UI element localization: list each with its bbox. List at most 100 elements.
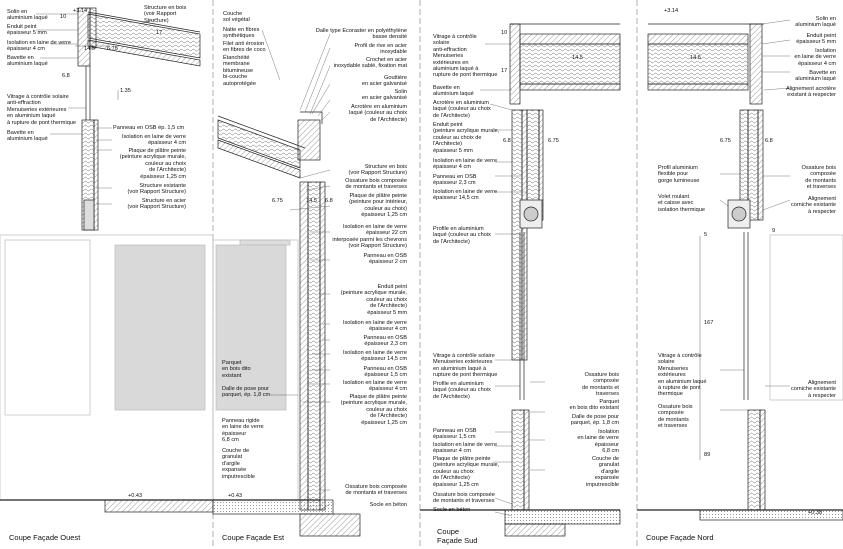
sud-bavette: Bavette en aluminium laqué bbox=[433, 85, 474, 98]
ouest-isolation-top: Isolation en laine de verre épaisseur 4 … bbox=[7, 40, 72, 53]
sud-dim-68: 6.8 bbox=[503, 138, 511, 144]
sud-enduit: Enduit peint (peinture acrylique murale,… bbox=[433, 122, 500, 154]
ouest-panneau-osb: Panneau en OSB ép. 1,5 cm bbox=[113, 125, 185, 131]
nord-ossature-top: Ossature bois composée de montants et tr… bbox=[801, 165, 836, 191]
ouest-bavette-top: Bavette en aluminium laqué bbox=[7, 55, 48, 68]
est-socle: Socle en béton bbox=[369, 502, 407, 508]
est-enduit: Enduit peint (peinture acrylique murale,… bbox=[340, 284, 407, 316]
nord-alignement-acrotere: Alignement acrotère existant à respecter bbox=[785, 86, 836, 99]
ouest-dim-675: 6.75 bbox=[107, 46, 118, 52]
section-nord bbox=[637, 19, 843, 521]
est-platre-top: Plaque de plâtre peinte (peinture pour i… bbox=[349, 193, 407, 219]
nord-enduit: Enduit peint épaisseur 5 mm bbox=[796, 33, 836, 46]
sud-dalle-pose: Dalle de pose pour parquet, ép. 1,8 cm bbox=[570, 414, 619, 427]
est-dalle-ecoraster: Dalle type Ecoraster en polyéthylène bas… bbox=[315, 28, 407, 41]
nord-dim-167: 167 bbox=[704, 320, 714, 326]
sud-profile-alu-2: Profile en aluminium laqué (couleur au c… bbox=[433, 381, 491, 400]
est-crochet: Crochet en acier inoxydable sablé, fixat… bbox=[333, 57, 407, 70]
sud-isolation-4b: Isolation en laine de verre épaisseur 4 … bbox=[433, 442, 498, 455]
nord-ossature-mid: Ossature bois composée de montants et tr… bbox=[658, 404, 693, 430]
ouest-level-bottom: +0.43 bbox=[128, 493, 143, 499]
nord-dim-89: 89 bbox=[704, 452, 711, 458]
est-profil-rive: Profil de rive en acier inoxydable bbox=[354, 43, 407, 56]
ouest-dim-68: 6.8 bbox=[62, 73, 70, 79]
ouest-dim-145: 14.5 bbox=[84, 46, 95, 52]
nord-solin: Solin en aluminium laqué bbox=[795, 16, 836, 29]
est-level-bottom: +0.43 bbox=[228, 493, 243, 499]
est-natte: Natte en fibres synthétiques bbox=[223, 27, 260, 40]
nord-alignement-corniche-2: Alignement corniche existante à respecte… bbox=[790, 380, 836, 399]
sud-platre: Plaque de plâtre peinte (peinture acryli… bbox=[433, 456, 500, 488]
sud-dim-10: 10 bbox=[501, 30, 508, 36]
est-granulat: Couche de granulat d'argile expansée imp… bbox=[222, 448, 255, 480]
sud-isolation-68: Isolation en laine de verre épaisseur 6,… bbox=[577, 429, 619, 455]
sud-dim-145: 14.5 bbox=[572, 55, 583, 61]
nord-alignement-corniche-1: Alignement corniche existante à respecte… bbox=[790, 196, 836, 215]
ouest-dim-17: 17 bbox=[156, 30, 163, 36]
sud-dim-17: 17 bbox=[501, 68, 508, 74]
sud-vitrage-top: Vitrage à contrôle solaire anti-effracti… bbox=[433, 34, 498, 79]
est-parquet: Parquet en bois dito existant bbox=[222, 360, 251, 380]
ouest-enduit: Enduit peint épaisseur 5 mm bbox=[7, 24, 47, 37]
est-isolation-145: Isolation en laine de verre épaisseur 14… bbox=[342, 350, 407, 363]
ouest-dim-135: 1.35 bbox=[120, 88, 131, 94]
nord-dim-9: 9 bbox=[772, 228, 776, 234]
sud-osb-15: Panneau en OSB épaisseur 1,5 cm bbox=[433, 428, 477, 441]
sud-dim-675: 6.75 bbox=[548, 138, 559, 144]
nord-level-bottom: +0.38 bbox=[808, 510, 823, 516]
est-solin: Solin en acier galvanisé bbox=[361, 89, 407, 102]
est-dalle-pose: Dalle de pose pour parquet, ép. 1,8 cm bbox=[222, 386, 271, 399]
est-dim-68: 6.8 bbox=[325, 198, 333, 204]
sud-socle: Socle en béton bbox=[433, 507, 471, 513]
ouest-dim-10: 10 bbox=[60, 14, 67, 20]
ouest-vitrage: Vitrage à contrôle solaire anti-effracti… bbox=[7, 94, 77, 126]
est-ossature: Ossature bois composée de montants et tr… bbox=[345, 178, 407, 191]
sud-isolation-145: Isolation en laine de verre épaisseur 14… bbox=[433, 189, 498, 202]
est-osb-2: Panneau en OSB épaisseur 2 cm bbox=[363, 253, 407, 266]
ouest-bavette-low: Bavette en aluminium laqué bbox=[7, 130, 48, 143]
ouest-platre: Plaque de plâtre peinte (peinture acryli… bbox=[119, 148, 186, 180]
est-gouttiere: Gouttière en acier galvanisé bbox=[361, 75, 407, 88]
est-osb-15: Panneau en OSB épaisseur 1,5 cm bbox=[363, 366, 407, 379]
sud-profile-alu: Profile en aluminium laqué (couleur au c… bbox=[433, 226, 491, 245]
nord-dim-145: 14.5 bbox=[690, 55, 701, 61]
title-nord: Coupe Façade Nord bbox=[646, 533, 714, 542]
est-couche-vegetal: Couche sol végétal bbox=[223, 11, 250, 24]
est-acrotere: Acrotère en aluminium laqué (couleur au … bbox=[349, 104, 407, 123]
est-platre-bottom: Plaque de plâtre peinte (peinture acryli… bbox=[340, 394, 407, 426]
est-panneau-rigide: Panneau rigide en laine de verre épaisse… bbox=[222, 418, 264, 444]
est-dim-675: 6.75 bbox=[272, 198, 283, 204]
sud-acrotere: Acrotère en aluminium laqué (couleur au … bbox=[433, 100, 491, 119]
title-est: Coupe Façade Est bbox=[222, 533, 285, 542]
section-ouest bbox=[0, 7, 214, 513]
sud-ossature: Ossature bois composée de montants et tr… bbox=[581, 372, 619, 398]
est-osb-23: Panneau en OSB épaisseur 2,3 cm bbox=[363, 335, 407, 348]
nord-level-top: +3.14 bbox=[664, 8, 679, 14]
est-ossature-bottom: Ossature bois composée de montants et tr… bbox=[345, 484, 407, 497]
ouest-structure-acier: Structure en acier (voir Rapport Structu… bbox=[127, 198, 186, 211]
nord-dim-675: 6.75 bbox=[720, 138, 731, 144]
nord-profil-alu: Profil aluminium flexible pour gorge lum… bbox=[658, 165, 700, 184]
ouest-structure-bois: Structure en bois (voir Rapport Structur… bbox=[144, 5, 187, 24]
nord-isolation-top: Isolation en laine de verre épaisseur 4 … bbox=[794, 48, 836, 67]
nord-vitrage: Vitrage à contrôle solaire Menuiseries e… bbox=[658, 353, 707, 398]
nord-volet: Volet roulant et caisse avec isolation t… bbox=[658, 194, 705, 213]
ouest-isolation-laine: Isolation en laine de verre épaisseur 4 … bbox=[121, 134, 186, 147]
sud-vitrage-bottom: Vitrage à contrôle solaire Menuiseries e… bbox=[433, 353, 498, 379]
title-ouest: Coupe Façade Ouest bbox=[9, 533, 81, 542]
sud-isolation-4: Isolation en laine de verre épaisseur 4 … bbox=[433, 158, 498, 171]
ouest-solin: Solin en aluminium laqué bbox=[7, 9, 48, 22]
est-isolation-22: Isolation en laine de verre épaisseur 22… bbox=[332, 224, 407, 250]
ouest-level-top: +3.14 bbox=[73, 8, 88, 14]
est-dim-145: 14.5 bbox=[306, 198, 317, 204]
sud-osb-23: Panneau en OSB épaisseur 2,3 cm bbox=[433, 174, 477, 187]
nord-bavette: Bavette en aluminium laqué bbox=[795, 70, 836, 83]
ouest-structure-existante: Structure existante (voir Rapport Struct… bbox=[127, 183, 186, 196]
section-sud bbox=[420, 23, 621, 537]
est-isolation-4b: Isolation en laine de verre épaisseur 4 … bbox=[342, 380, 407, 393]
est-filet: Filet anti érosion en fibres de coco bbox=[223, 41, 266, 54]
sud-ossature-bottom: Ossature bois composée de montants et tr… bbox=[433, 492, 495, 505]
est-isolation-4a: Isolation en laine de verre épaisseur 4 … bbox=[342, 320, 407, 333]
nord-dim-68: 6.8 bbox=[765, 138, 773, 144]
sud-parquet: Parquet en bois dito existant bbox=[569, 399, 619, 412]
